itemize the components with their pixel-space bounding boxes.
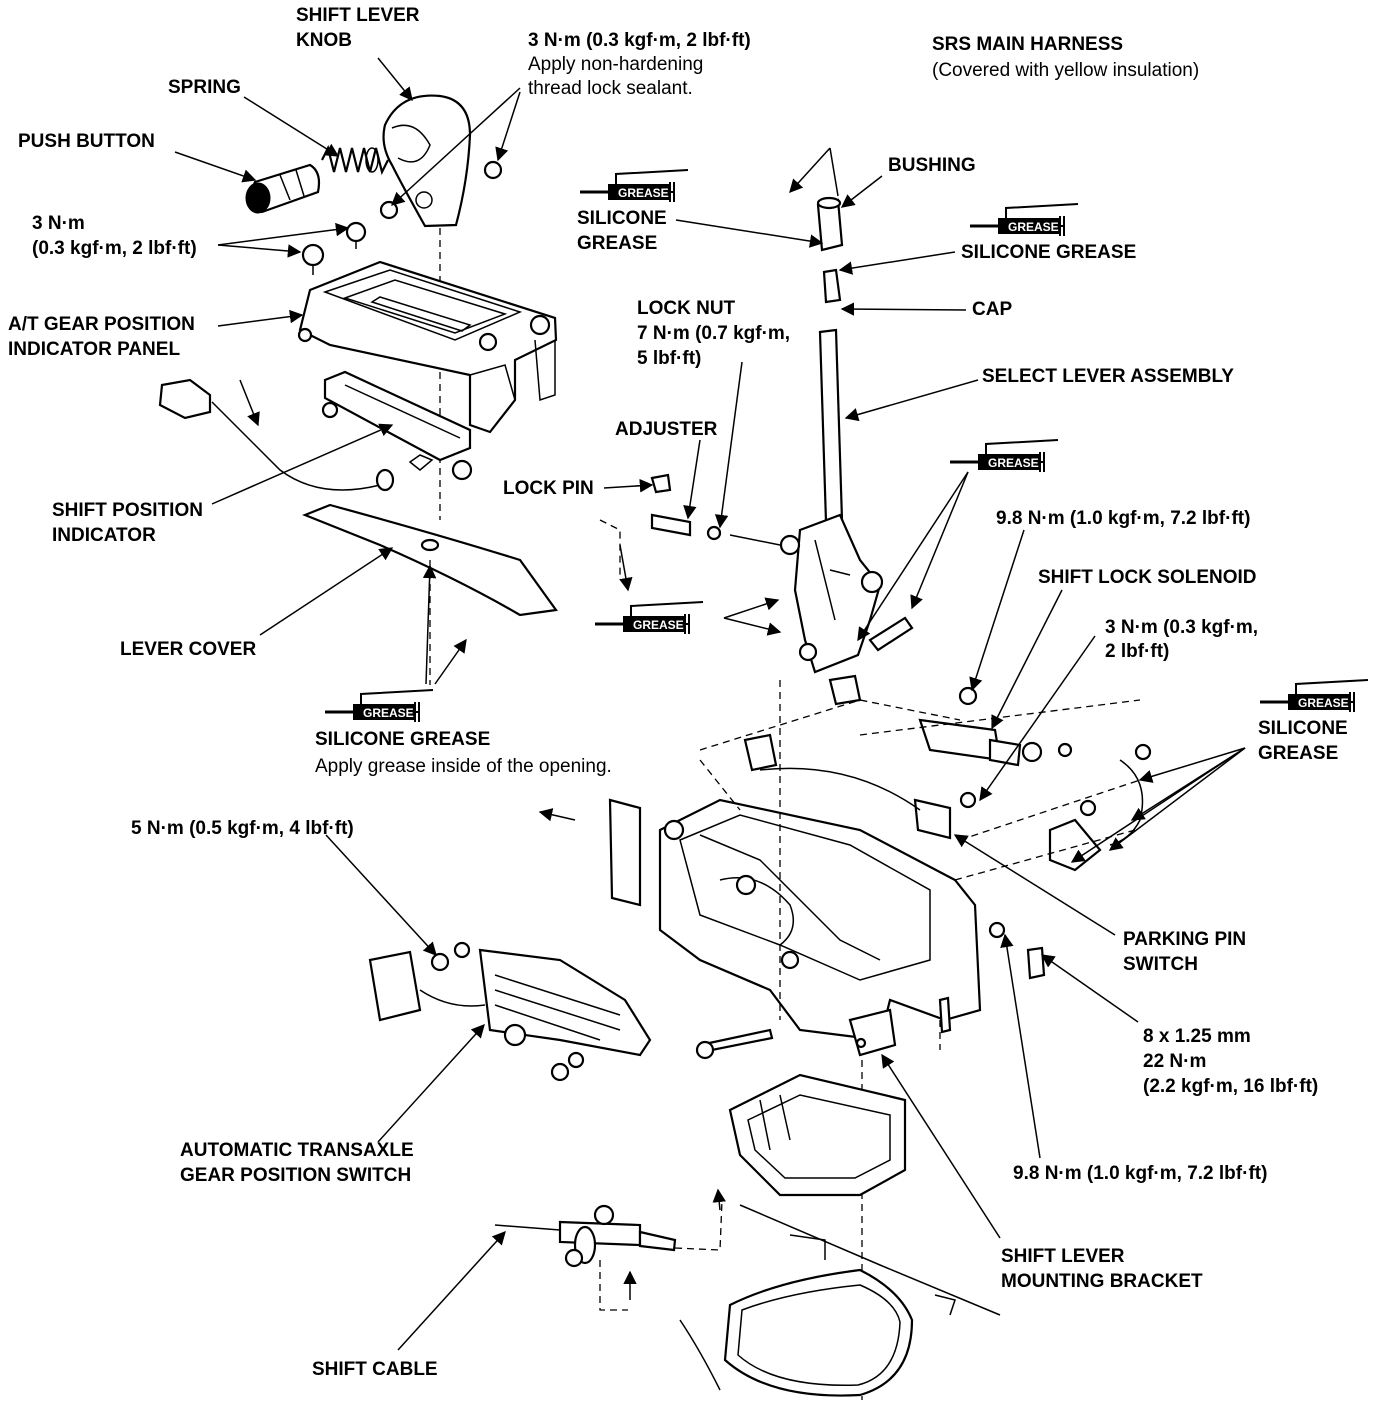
- guide-lines: [599, 519, 1141, 1400]
- label-shift-position-indicator: SHIFT POSITION: [52, 500, 203, 521]
- grease-gun-icon: GREASE: [968, 202, 1080, 238]
- grease-gun-icon: GREASE: [323, 688, 435, 724]
- label-torque-knob-note: Apply non-hardening: [528, 54, 703, 75]
- label-mounting-bracket: SHIFT LEVER: [1001, 1246, 1125, 1267]
- lever-cover: [302, 503, 558, 685]
- label-srs-harness-note: (Covered with yellow insulation): [932, 60, 1199, 81]
- label-shift-cable: SHIFT CABLE: [312, 1359, 438, 1380]
- label-torque-small: 2 lbf·ft): [1105, 641, 1169, 662]
- shift-lock-solenoid: [918, 686, 1043, 809]
- label-torque-solenoid: 9.8 N·m (1.0 kgf·m, 7.2 lbf·ft): [996, 508, 1250, 529]
- cap-part: [822, 268, 842, 304]
- label-silicone-grease-opening: SILICONE GREASE: [315, 729, 490, 750]
- grease-gun-icon: GREASE: [593, 600, 705, 636]
- label-torque-knob: 3 N·m (0.3 kgf·m, 2 lbf·ft): [528, 30, 751, 51]
- svg-text:GREASE: GREASE: [363, 706, 414, 720]
- label-silicone-grease-left: GREASE: [577, 233, 657, 254]
- parking-pin-switch: [743, 674, 952, 840]
- label-indicator-panel: A/T GEAR POSITION: [8, 314, 195, 335]
- label-silicone-grease-left: SILICONE: [577, 208, 667, 229]
- label-mounting-bracket: MOUNTING BRACKET: [1001, 1271, 1203, 1292]
- knob-screws: [301, 160, 503, 275]
- label-bolt-spec: (2.2 kgf·m, 16 lbf·ft): [1143, 1076, 1318, 1097]
- label-lock-nut: 5 lbf·ft): [637, 348, 701, 369]
- grease-gun-icon: GREASE: [578, 168, 690, 204]
- label-select-lever-assembly: SELECT LEVER ASSEMBLY: [982, 366, 1234, 387]
- label-torque-small: 3 N·m (0.3 kgf·m,: [1105, 617, 1258, 638]
- label-silicone-grease-right: GREASE: [1258, 743, 1338, 764]
- label-lever-cover: LEVER COVER: [120, 639, 256, 660]
- shift-cable-part: [494, 1199, 723, 1311]
- label-lock-pin: LOCK PIN: [503, 478, 594, 499]
- grease-gun-icon: GREASE: [948, 438, 1060, 474]
- label-silicone-grease-right: SILICONE: [1258, 718, 1348, 739]
- label-lock-nut: LOCK NUT: [637, 298, 736, 319]
- push-button: [245, 163, 321, 214]
- label-shift-position-indicator: INDICATOR: [52, 525, 156, 546]
- gear-position-switch: [368, 941, 652, 1082]
- label-torque-switch: 5 N·m (0.5 kgf·m, 4 lbf·ft): [131, 818, 354, 839]
- base-housing: [608, 798, 1046, 1060]
- label-indicator-panel: INDICATOR PANEL: [8, 339, 180, 360]
- label-silicone-grease-cap: SILICONE GREASE: [961, 242, 1136, 263]
- label-gear-position-switch: AUTOMATIC TRANSAXLE: [180, 1140, 414, 1161]
- indicator-panel: [297, 260, 558, 434]
- label-bushing: BUSHING: [888, 155, 976, 176]
- label-cap: CAP: [972, 299, 1012, 320]
- label-parking-pin-switch: PARKING PIN: [1123, 929, 1246, 950]
- side-bracket-right: [1048, 742, 1152, 872]
- label-torque-panel: 3 N·m: [32, 213, 85, 234]
- select-lever-assembly: [779, 328, 914, 674]
- label-push-button: PUSH BUTTON: [18, 131, 155, 152]
- label-gear-position-switch: GEAR POSITION SWITCH: [180, 1165, 411, 1186]
- label-shift-lever-knob: KNOB: [296, 30, 352, 51]
- adjuster-assembly: [650, 473, 781, 546]
- label-torque-panel: (0.3 kgf·m, 2 lbf·ft): [32, 238, 197, 259]
- svg-text:GREASE: GREASE: [1298, 696, 1349, 710]
- label-spring: SPRING: [168, 77, 241, 98]
- label-shift-lever-knob: SHIFT LEVER: [296, 5, 420, 26]
- label-torque-knob-note: thread lock sealant.: [528, 78, 693, 99]
- mounting-bracket-floor: [679, 1073, 1001, 1397]
- label-srs-harness: SRS MAIN HARNESS: [932, 34, 1123, 55]
- label-bolt-spec: 8 x 1.25 mm: [1143, 1026, 1251, 1047]
- shift-position-indicator: [158, 370, 473, 492]
- spring: [321, 144, 389, 176]
- label-lock-nut: 7 N·m (0.7 kgf·m,: [637, 323, 790, 344]
- svg-text:GREASE: GREASE: [618, 186, 669, 200]
- label-silicone-grease-opening-note: Apply grease inside of the opening.: [315, 756, 612, 777]
- label-parking-pin-switch: SWITCH: [1123, 954, 1198, 975]
- svg-text:GREASE: GREASE: [1008, 220, 1059, 234]
- label-adjuster: ADJUSTER: [615, 419, 718, 440]
- label-bolt-spec: 22 N·m: [1143, 1051, 1206, 1072]
- grease-gun-icon: GREASE: [1258, 678, 1370, 714]
- shift-lever-knob: [382, 94, 472, 520]
- leader-arrows: [174, 57, 1246, 1351]
- svg-text:GREASE: GREASE: [633, 618, 684, 632]
- label-shift-lock-solenoid: SHIFT LOCK SOLENOID: [1038, 567, 1257, 588]
- label-torque-bracket: 9.8 N·m (1.0 kgf·m, 7.2 lbf·ft): [1013, 1163, 1267, 1184]
- svg-text:GREASE: GREASE: [988, 456, 1039, 470]
